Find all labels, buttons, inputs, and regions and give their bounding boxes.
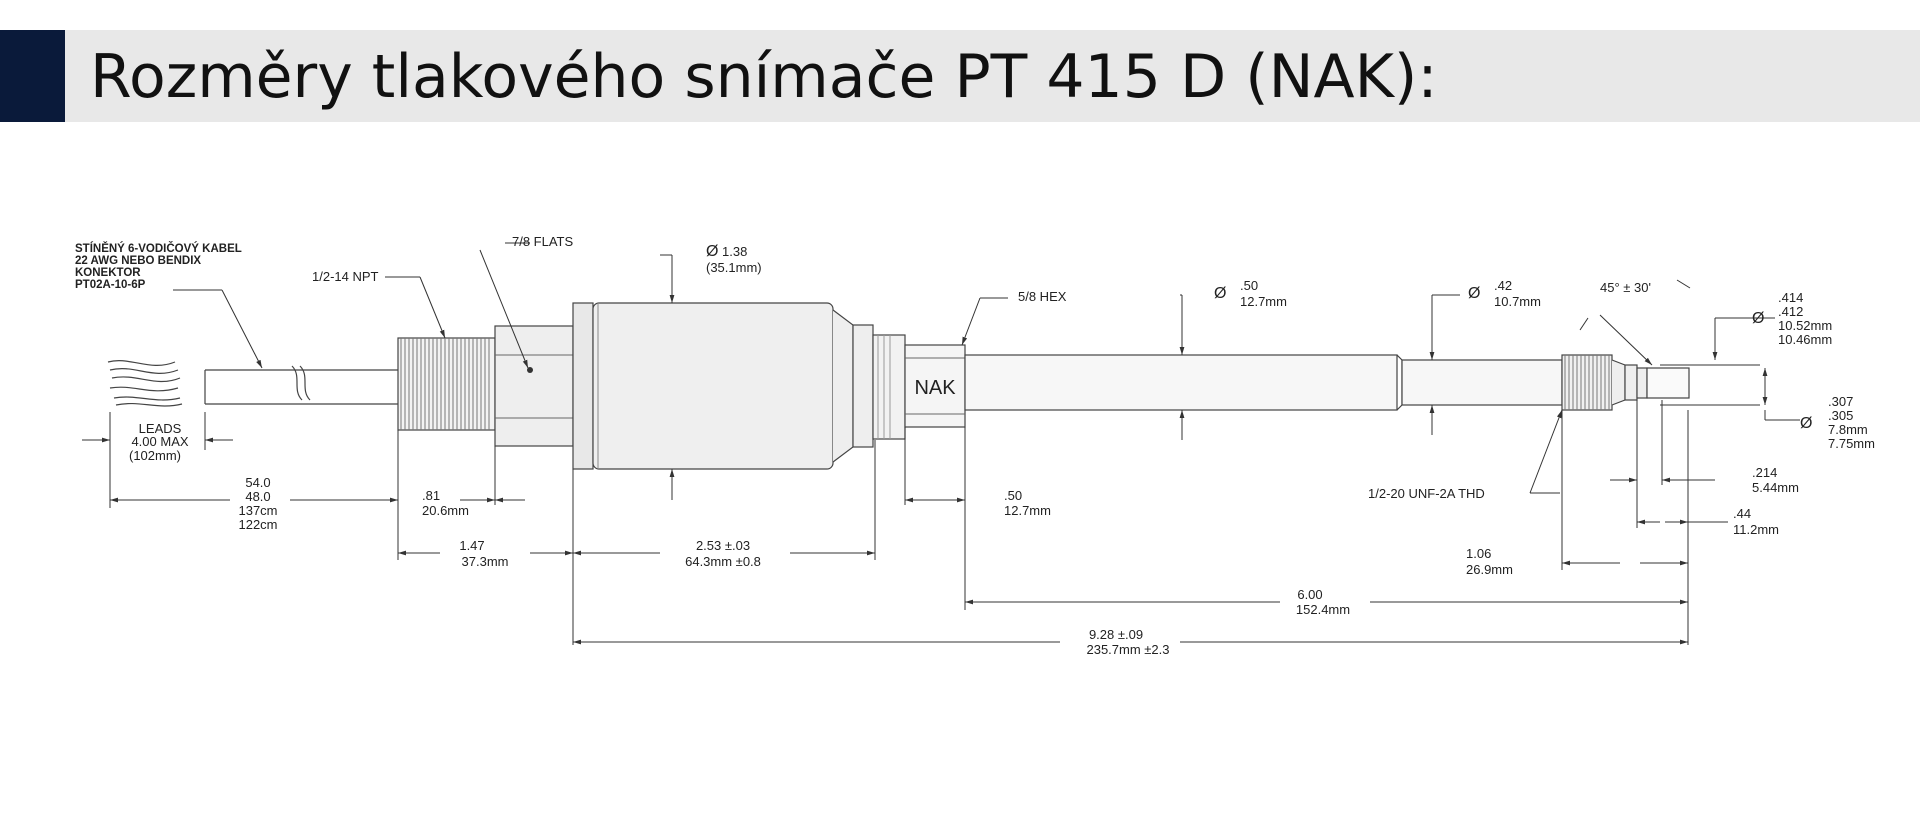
dim-sensor-diameter: .305 <box>1828 408 1853 423</box>
nak-label: NAK <box>914 377 956 399</box>
leads-length-mm: (102mm) <box>129 448 181 463</box>
cable-note-line: PT02A-10-6P <box>75 279 146 291</box>
thread-label: 1/2-20 UNF-2A THD <box>1368 486 1485 501</box>
diameter-symbol: Ø <box>1800 415 1812 432</box>
dim-cable-length: 54.0 <box>245 475 270 490</box>
dim-thread-to-tip: 1.06 <box>1466 546 1491 561</box>
dim-thread-to-tip-mm: 26.9mm <box>1466 562 1513 577</box>
dim-neck-diameter: .42 <box>1494 278 1512 293</box>
dim-hex-length-mm: 12.7mm <box>1004 503 1051 518</box>
diameter-symbol: Ø <box>1214 285 1226 302</box>
dim-tip-diameter: .414 <box>1778 290 1803 305</box>
cable-sheath <box>204 365 398 405</box>
dim-hex-length: .50 <box>1004 488 1022 503</box>
dim-total-length-mm: 235.7mm ±2.3 <box>1086 642 1169 657</box>
dimension-lines <box>82 364 1760 645</box>
dim-body-diameter: 1.38 <box>722 244 747 259</box>
diameter-symbol: Ø <box>706 243 718 260</box>
dim-cable-length: 48.0 <box>245 489 270 504</box>
header-band <box>0 30 1920 122</box>
dim-neck-diameter-mm: 10.7mm <box>1494 294 1541 309</box>
dim-sensor-diameter-mm: 7.75mm <box>1828 436 1875 451</box>
cable-note-line: 22 AWG NEBO BENDIX <box>75 255 201 267</box>
cable-wires <box>107 360 183 407</box>
diameter-symbol: Ø <box>1468 285 1480 302</box>
dim-stem-diameter: .50 <box>1240 278 1258 293</box>
main-body <box>572 302 906 470</box>
dim-sensor-diameter: .307 <box>1828 394 1853 409</box>
dim-stem-diameter-mm: 12.7mm <box>1240 294 1287 309</box>
dim-body-length-mm: 64.3mm ±0.8 <box>685 554 761 569</box>
flats-nut <box>494 325 574 447</box>
dim-insertion-length-mm: 152.4mm <box>1296 602 1350 617</box>
leads-length: 4.00 MAX <box>131 434 188 449</box>
dim-cable-length-cm: 137cm <box>238 503 277 518</box>
dim-tip-diameter-mm: 10.52mm <box>1778 318 1832 333</box>
diameter-symbol: Ø <box>1752 310 1764 327</box>
dim-body-diameter-mm: (35.1mm) <box>706 260 762 275</box>
dim-thread-length-mm: 20.6mm <box>422 503 469 518</box>
cable-note-line: STÍNĚNÝ 6-VODIČOVÝ KABEL <box>75 242 242 255</box>
header-accent-bar <box>0 30 65 122</box>
page-title: Rozměry tlakového snímače PT 415 D (NAK)… <box>90 42 1438 112</box>
dim-tip-step: .214 <box>1752 465 1777 480</box>
dim-tip-diameter-mm: 10.46mm <box>1778 332 1832 347</box>
dim-thread-length: .81 <box>422 488 440 503</box>
callout-leaders <box>173 242 1800 500</box>
cable-note: STÍNĚNÝ 6-VODIČOVÝ KABEL 22 AWG NEBO BEN… <box>75 242 242 291</box>
npt-label: 1/2-14 NPT <box>312 269 379 284</box>
leads-label: LEADS <box>139 421 182 436</box>
angle-label: 45° ± 30' <box>1600 280 1651 295</box>
hex-label: 5/8 HEX <box>1018 289 1067 304</box>
dim-tip-length: .44 <box>1733 506 1751 521</box>
dim-fitting-length-mm: 37.3mm <box>462 554 509 569</box>
dim-tip-diameter: .412 <box>1778 304 1803 319</box>
tip-thread <box>1561 354 1690 411</box>
dim-cable-length-cm: 122cm <box>238 517 277 532</box>
dim-body-length: 2.53 ±.03 <box>696 538 750 553</box>
dim-sensor-diameter-mm: 7.8mm <box>1828 422 1868 437</box>
cable-note-line: KONEKTOR <box>75 267 141 279</box>
npt-thread <box>397 337 496 431</box>
stem <box>964 354 1563 411</box>
dim-fitting-length: 1.47 <box>459 538 484 553</box>
dim-insertion-length: 6.00 <box>1297 587 1322 602</box>
dim-total-length: 9.28 ±.09 <box>1089 627 1143 642</box>
dim-tip-step-mm: 5.44mm <box>1752 480 1799 495</box>
dim-tip-length-mm: 11.2mm <box>1733 522 1779 537</box>
flats-label: 7/8 FLATS <box>512 234 574 249</box>
